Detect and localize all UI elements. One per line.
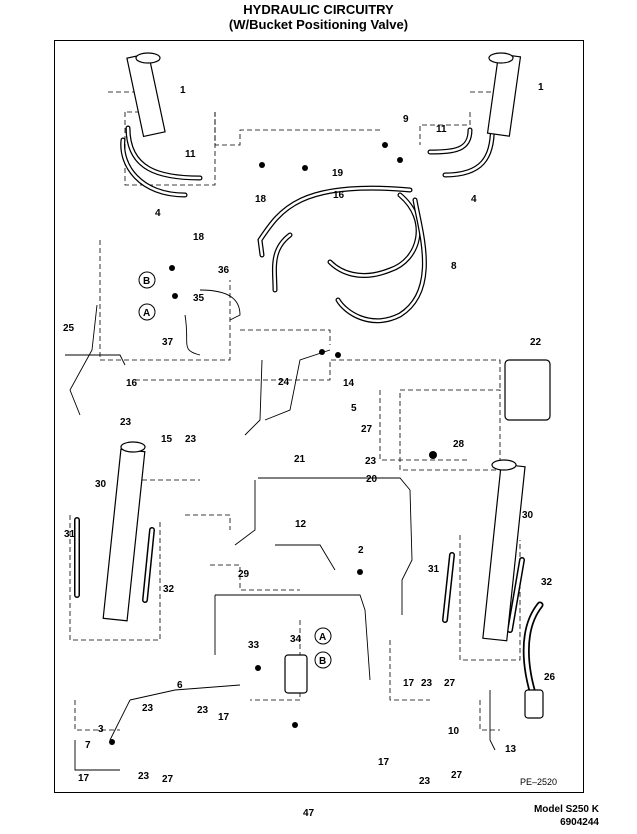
- diagram-frame: [54, 40, 584, 793]
- callout: 23: [197, 705, 209, 716]
- steel-tubes: [65, 289, 496, 771]
- callout: 21: [294, 454, 306, 465]
- callout: 4: [155, 208, 161, 219]
- callout: 15: [161, 434, 173, 445]
- callout: 1: [180, 85, 186, 96]
- callout: 23: [365, 456, 377, 467]
- callout: 13: [505, 744, 517, 755]
- page-subtitle: (W/Bucket Positioning Valve): [228, 17, 409, 32]
- callout: 31: [64, 529, 76, 540]
- callout: 35: [193, 293, 205, 304]
- callout: 27: [444, 678, 456, 689]
- circle-label-b-bottom: B: [314, 651, 332, 669]
- svg-text:B: B: [143, 276, 150, 287]
- callout: 27: [361, 424, 373, 435]
- callout: 23: [421, 678, 433, 689]
- callout: 22: [530, 337, 542, 348]
- callout: 18: [255, 194, 267, 205]
- page-number: 47: [303, 808, 315, 819]
- callout: 29: [238, 569, 250, 580]
- callout: 3: [98, 724, 104, 735]
- part-number: 6904244: [560, 817, 599, 828]
- callout: 17: [78, 773, 90, 784]
- callout: 11: [185, 149, 196, 160]
- callout: 32: [163, 584, 175, 595]
- callout: 1: [538, 82, 544, 93]
- callout: 23: [419, 776, 431, 787]
- callout: 10: [448, 726, 460, 737]
- callout: 11: [436, 124, 447, 135]
- callout: 26: [544, 672, 556, 683]
- model-info: Model S250 K 6904244: [534, 803, 599, 829]
- callout: 8: [451, 261, 457, 272]
- callout: 23: [138, 771, 150, 782]
- callout: 19: [332, 168, 344, 179]
- callout: 32: [541, 577, 553, 588]
- callout: 30: [95, 479, 107, 490]
- callout: 16: [126, 378, 138, 389]
- callout: 18: [193, 232, 205, 243]
- svg-text:A: A: [319, 632, 326, 643]
- callout: 27: [162, 774, 174, 785]
- circle-labels: B A A B: [138, 271, 332, 669]
- callout: 17: [378, 757, 390, 768]
- page-title: HYDRAULIC CIRCUITRY: [243, 2, 394, 17]
- cylinders: [102, 52, 551, 719]
- callout: 37: [162, 337, 174, 348]
- hydraulic-hoses: [74, 117, 544, 704]
- svg-text:B: B: [319, 656, 326, 667]
- fittings: [109, 142, 437, 745]
- callout: 12: [295, 519, 307, 530]
- callout: 9: [403, 114, 409, 125]
- callout: 30: [522, 510, 534, 521]
- callout: 17: [218, 712, 230, 723]
- callout: 17: [403, 678, 415, 689]
- callout-numbers: 1 1 4 4 9 11 11 8 16 18 18 19 22 36 35 3…: [63, 82, 556, 787]
- reference-code: PE–2520: [520, 777, 557, 787]
- callout: 23: [120, 417, 132, 428]
- callout: 25: [63, 323, 75, 334]
- callout: 20: [366, 474, 378, 485]
- callout: 23: [185, 434, 197, 445]
- callout: 24: [278, 377, 290, 388]
- model-name: Model S250 K: [533, 804, 599, 815]
- callout: 7: [85, 740, 91, 751]
- callout: 14: [343, 378, 355, 389]
- svg-text:A: A: [143, 308, 150, 319]
- callout: 28: [453, 439, 465, 450]
- callout: 33: [248, 640, 260, 651]
- callout: 6: [177, 680, 183, 691]
- callout: 2: [358, 545, 364, 556]
- callout: 23: [142, 703, 154, 714]
- callout: 27: [451, 770, 463, 781]
- callout: 34: [290, 634, 302, 645]
- callout: 36: [218, 265, 230, 276]
- callout: 16: [333, 190, 345, 201]
- circle-label-b-top: A: [138, 303, 156, 321]
- circle-label-a-top: B: [138, 271, 156, 289]
- callout: 4: [471, 194, 477, 205]
- callout: 31: [428, 564, 440, 575]
- callout: 5: [351, 403, 357, 414]
- circle-label-a-bottom: A: [314, 627, 332, 645]
